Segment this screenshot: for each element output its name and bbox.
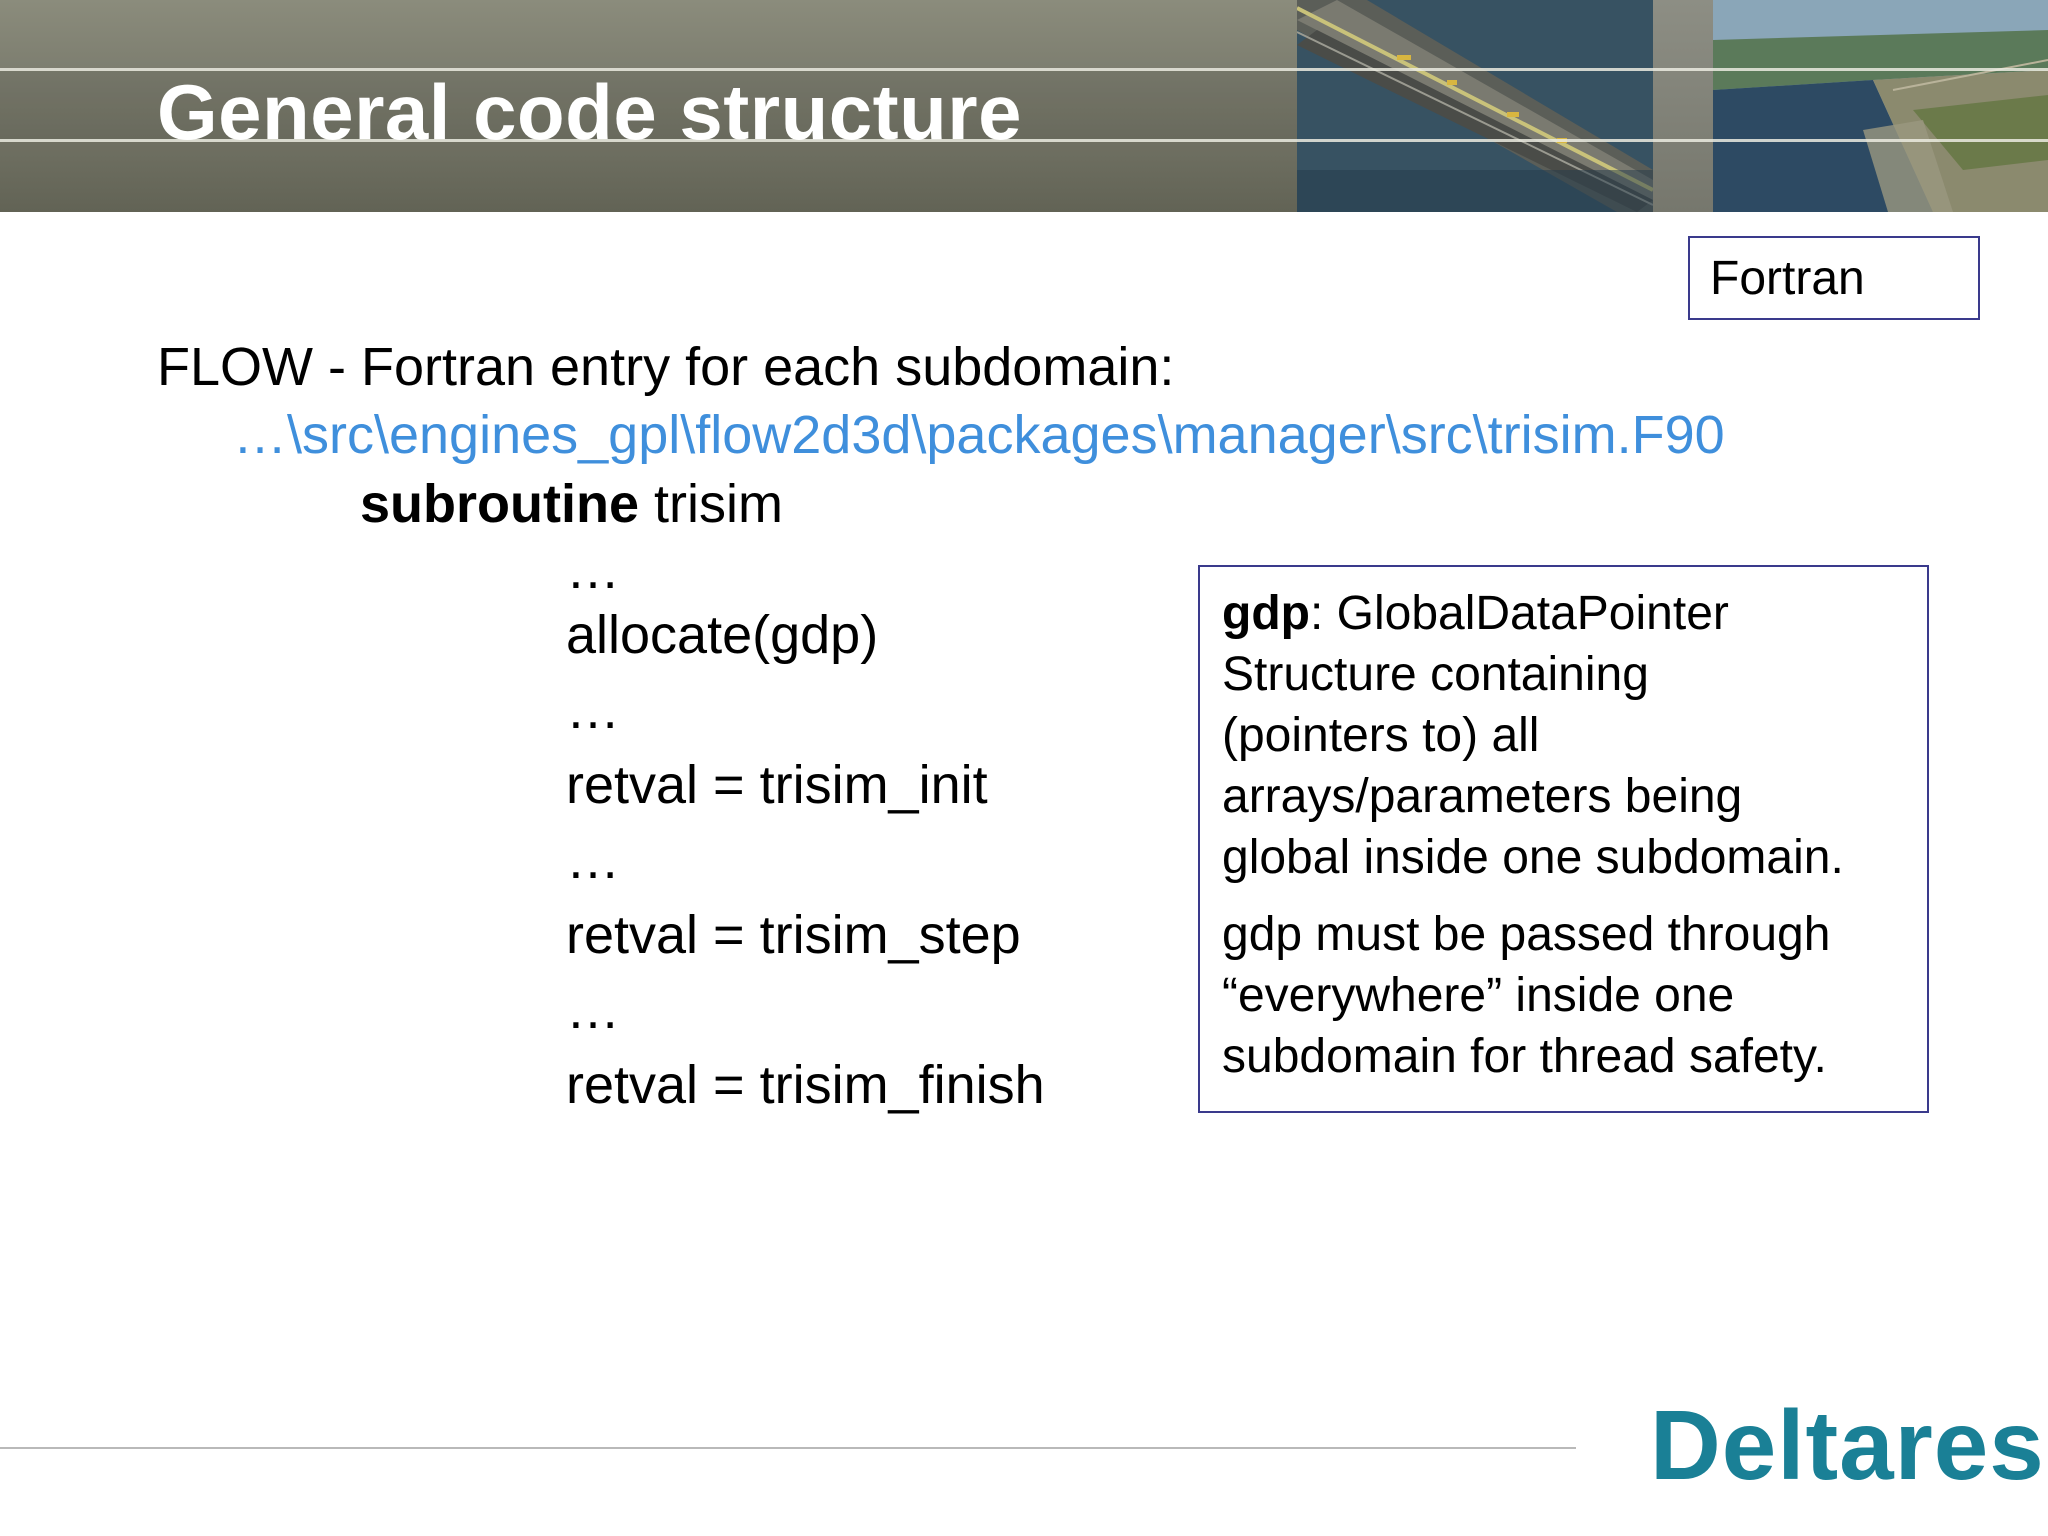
code-line-ellipsis: …	[566, 980, 620, 1040]
footer-divider	[0, 1447, 1576, 1449]
gdp-term: gdp	[1222, 587, 1310, 640]
subroutine-name: trisim	[639, 474, 783, 534]
subroutine-keyword: subroutine	[360, 474, 639, 534]
photo-divider	[1653, 0, 1713, 212]
header-rule-top	[0, 68, 2048, 71]
deltares-logo: Deltares	[1650, 1390, 2045, 1500]
subroutine-declaration: subroutine trisim	[360, 472, 783, 536]
code-line-ellipsis: …	[566, 680, 620, 740]
language-label: Fortran	[1710, 251, 1865, 305]
header-rule-bottom	[0, 139, 2048, 142]
language-label-box: Fortran	[1688, 236, 1980, 320]
gdp-note-line: subdomain for thread safety.	[1222, 1030, 1827, 1083]
gdp-note-line: “everywhere” inside one	[1222, 969, 1735, 1022]
estuary-photo	[1713, 0, 2048, 212]
source-file-path: …\src\engines_gpl\flow2d3d\packages\mana…	[233, 405, 1725, 465]
bridge-photo	[1297, 0, 1653, 212]
code-line-ellipsis: …	[566, 830, 620, 890]
header-banner: General code structure	[0, 0, 2048, 212]
gdp-description-line: Structure containing	[1222, 648, 1649, 701]
slide-title: General code structure	[157, 68, 1022, 156]
header-band	[0, 68, 1300, 140]
code-line-init: retval = trisim_init	[566, 755, 988, 815]
gdp-thread-safety-note: gdp must be passed through “everywhere” …	[1222, 904, 1907, 1087]
flow-entry-heading: FLOW - Fortran entry for each subdomain:	[157, 337, 1175, 397]
gdp-description-line: global inside one subdomain.	[1222, 831, 1844, 884]
code-line-allocate: allocate(gdp)	[566, 605, 879, 665]
code-line-step: retval = trisim_step	[566, 905, 1021, 965]
gdp-definition: : GlobalDataPointer	[1309, 587, 1729, 640]
code-line-ellipsis: …	[566, 540, 620, 600]
gdp-description-line: arrays/parameters being	[1222, 770, 1743, 823]
gdp-note-line: gdp must be passed through	[1222, 908, 1831, 961]
gdp-info-box: gdp: GlobalDataPointer Structure contain…	[1198, 565, 1929, 1113]
code-line-finish: retval = trisim_finish	[566, 1055, 1045, 1115]
gdp-description: gdp: GlobalDataPointer Structure contain…	[1222, 583, 1907, 888]
gdp-description-line: (pointers to) all	[1222, 709, 1540, 762]
